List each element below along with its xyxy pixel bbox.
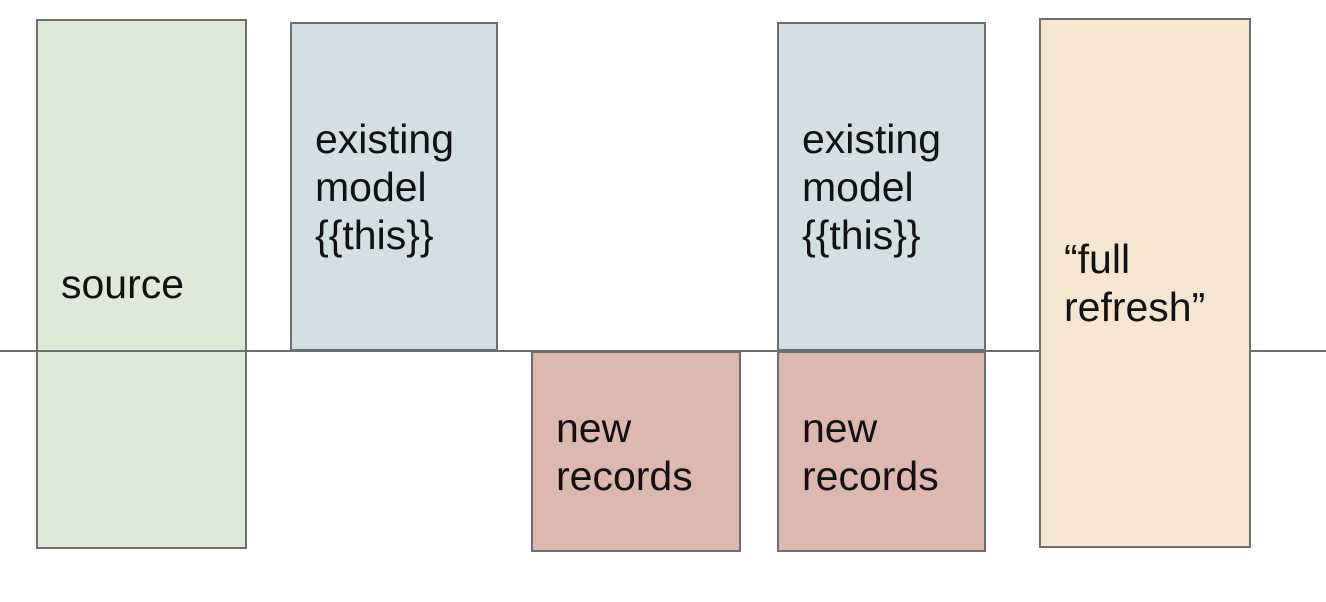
full-refresh-label-line-2: refresh” [1064, 284, 1206, 330]
existing-model-label-line-3: {{this}} [802, 211, 921, 258]
new-records-label-line-2: records [802, 452, 939, 499]
new-records-label-line-2: records [556, 452, 693, 499]
existing-model-label-line-1: existing [315, 115, 455, 162]
new-records-box-1: new records [531, 351, 741, 552]
new-records-label-line-1: new [556, 404, 632, 451]
new-records-label-line-1: new [802, 404, 878, 451]
full-refresh-label-line-1: “full [1064, 236, 1131, 282]
full-refresh-box: “full refresh” [1039, 18, 1251, 548]
existing-model-label-line-2: model [315, 163, 427, 210]
source-label: source [61, 261, 185, 307]
existing-model-label-line-3: {{this}} [315, 211, 434, 258]
new-records-box-2: new records [777, 351, 986, 552]
existing-model-box-1: existing model {{this}} [290, 22, 498, 351]
source-box: source [36, 19, 247, 549]
existing-model-box-2: existing model {{this}} [777, 22, 986, 351]
existing-model-label-line-1: existing [802, 115, 942, 162]
existing-model-label-line-2: model [802, 163, 914, 210]
